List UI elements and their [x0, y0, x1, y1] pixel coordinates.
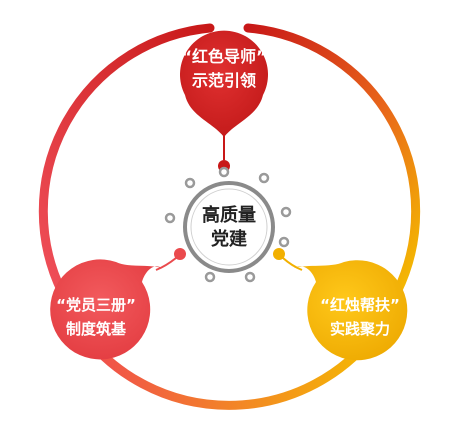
node-top-line2: 示范引领 [192, 71, 256, 90]
ring-arc-bottom [77, 327, 381, 410]
node-top-line1: “红色导师” [181, 47, 266, 66]
center-group: 高质量 党建 [164, 166, 292, 283]
node-right-connector [282, 257, 303, 271]
node-right-group: “红烛帮扶” 实践聚力 [273, 248, 408, 361]
node-right-line1: “红烛帮扶” [320, 296, 400, 314]
center-orbit-dot [184, 177, 196, 189]
node-top-bubble [180, 30, 268, 137]
center-line1: 高质量 [202, 204, 256, 226]
center-orbit-dot [280, 206, 292, 218]
center-line2: 党建 [211, 228, 247, 250]
node-left-bubble [50, 259, 163, 360]
center-circle [183, 181, 275, 273]
node-left-dot [174, 248, 186, 260]
node-left-line2: 制度筑基 [66, 320, 127, 338]
center-orbit-dot [218, 166, 230, 178]
center-orbit-dot [244, 271, 256, 283]
center-inner-ring [190, 188, 268, 266]
center-orbit-dot [204, 271, 216, 283]
node-left-connector [155, 257, 177, 271]
node-right-line2: 实践聚力 [330, 320, 390, 338]
center-orbit-dot [278, 236, 290, 248]
node-right-bubble [294, 260, 408, 361]
ring-arc-left [38, 23, 215, 297]
node-right-dot [273, 248, 285, 260]
center-orbit-dot [258, 172, 270, 184]
node-left-line1: “党员三册” [56, 296, 136, 314]
ring-arc-right [243, 23, 421, 297]
node-left-group: “党员三册” 制度筑基 [50, 248, 186, 360]
center-orbit-dot [164, 212, 176, 224]
node-top-group: “红色导师” 示范引领 [180, 30, 268, 172]
